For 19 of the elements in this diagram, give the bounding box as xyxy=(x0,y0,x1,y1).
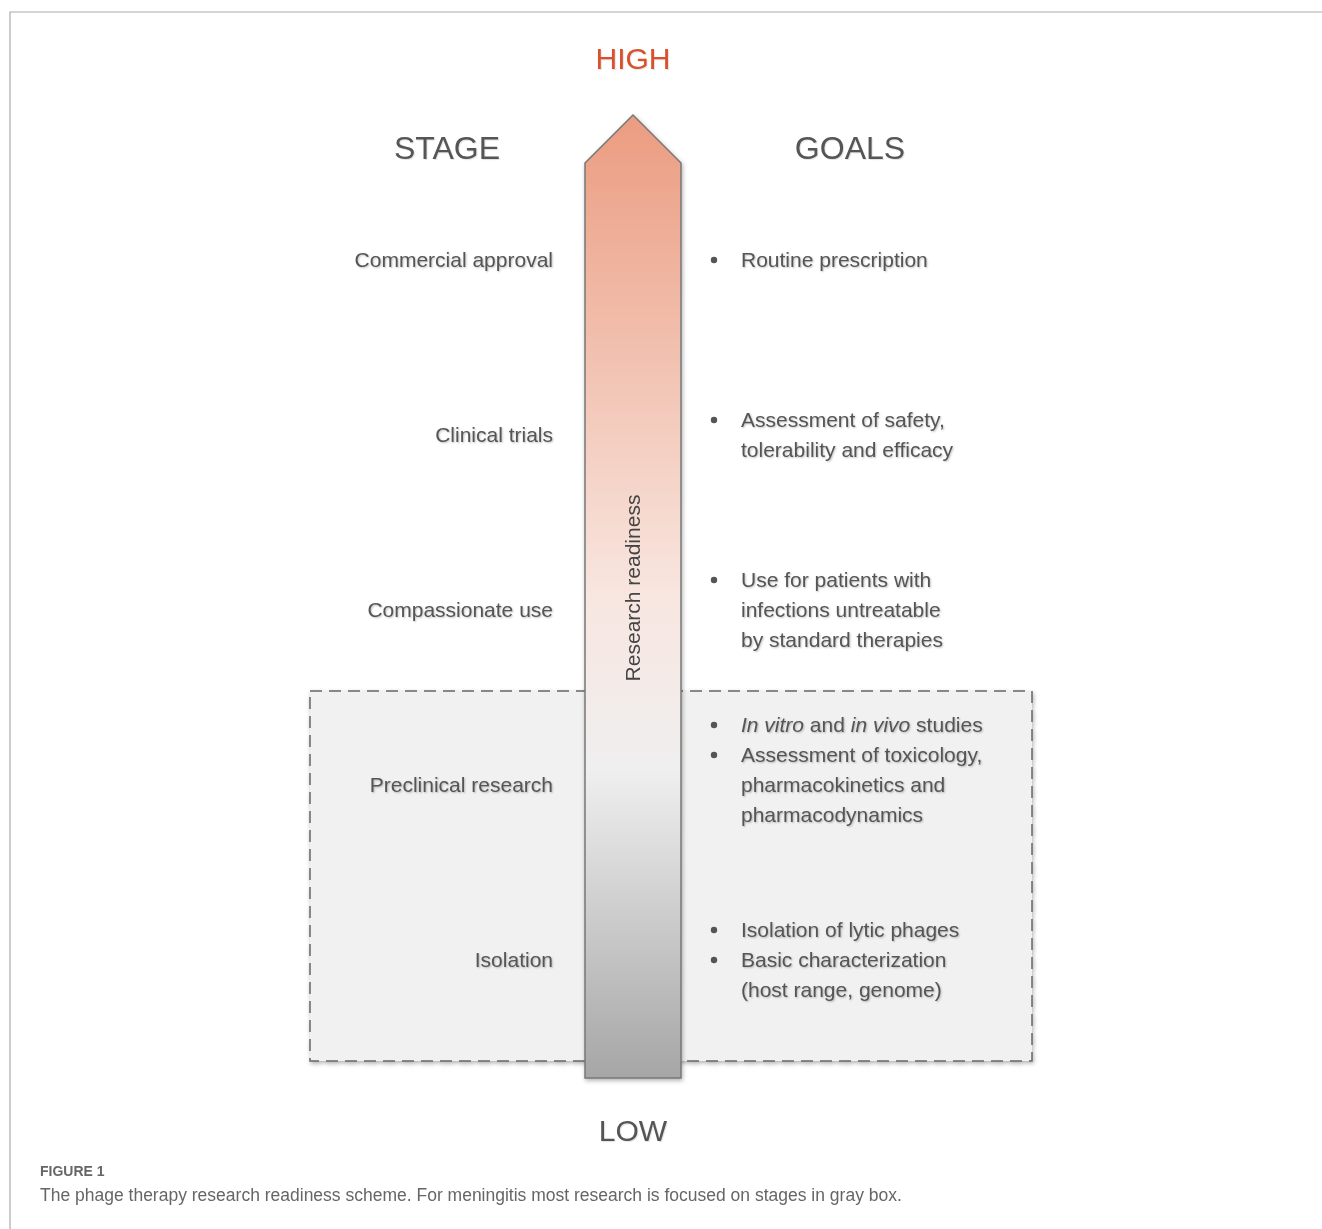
column-heading: STAGE xyxy=(393,129,501,168)
column-heading: GOALS xyxy=(794,129,906,168)
low-label: LOW xyxy=(598,1113,668,1149)
high-label: HIGH xyxy=(595,41,671,77)
stage-label: Isolation xyxy=(474,947,553,973)
goal-text: Use for patients with infections untreatable by standard therapies xyxy=(741,567,944,653)
stage-label: Preclinical research xyxy=(369,772,553,798)
goal-text: In vitro and in vivo studies xyxy=(741,712,984,738)
stage-label: Clinical trials xyxy=(435,422,553,448)
goal-text: Assessment of toxicology, pharmacokinetics and pharmacodynamics xyxy=(741,742,984,828)
goal-text: Basic characterization (host range, genome) xyxy=(741,947,948,1003)
goal-text: Isolation of lytic phages xyxy=(741,917,961,943)
goal-text: Assessment of safety, tolerability and efficacy xyxy=(741,407,955,463)
figure-caption: The phage therapy research readiness scheme. For meningitis most research is focused on stages in gray box. xyxy=(40,1185,902,1206)
stage-label: Commercial approval xyxy=(354,247,553,273)
goal-text: Routine prescription xyxy=(741,247,929,273)
axis-label: Research readiness xyxy=(621,494,645,682)
figure-title: FIGURE 1 xyxy=(40,1163,105,1179)
stage-label: Compassionate use xyxy=(367,597,553,623)
